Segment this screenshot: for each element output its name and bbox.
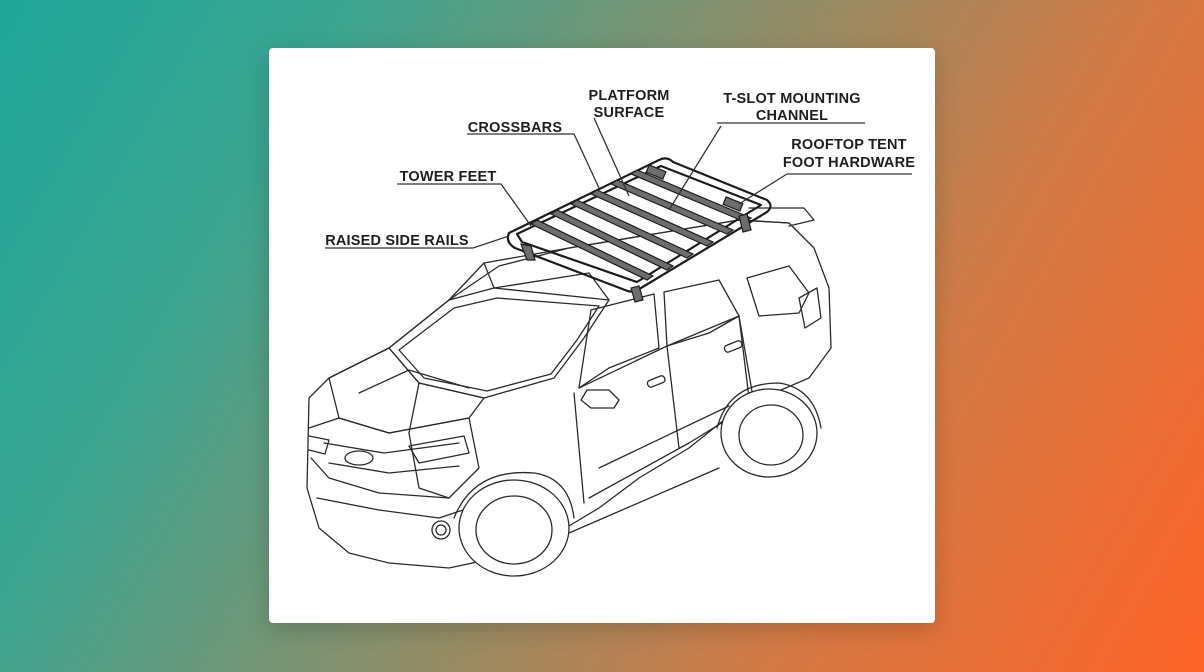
label-raised-side-rails: RAISED SIDE RAILS bbox=[325, 233, 469, 249]
label-t-slot-line2: CHANNEL bbox=[756, 108, 828, 124]
roof-rack-diagram: PLATFORM SURFACE T-SLOT MOUNTING CHANNEL… bbox=[306, 88, 915, 577]
roof-rack bbox=[506, 157, 772, 303]
label-rooftop-tent-line2: FOOT HARDWARE bbox=[783, 155, 915, 171]
diagram-card: PLATFORM SURFACE T-SLOT MOUNTING CHANNEL… bbox=[269, 48, 935, 623]
label-t-slot-line1: T-SLOT MOUNTING bbox=[723, 91, 861, 107]
label-rooftop-tent-line1: ROOFTOP TENT bbox=[791, 137, 906, 153]
leader-lines bbox=[325, 117, 912, 249]
label-platform-surface-line1: PLATFORM bbox=[588, 88, 669, 104]
diagram-labels: PLATFORM SURFACE T-SLOT MOUNTING CHANNEL… bbox=[325, 88, 915, 249]
label-crossbars: CROSSBARS bbox=[468, 120, 563, 136]
vehicle-illustration bbox=[306, 207, 832, 577]
label-platform-surface-line2: SURFACE bbox=[594, 105, 665, 121]
label-tower-feet: TOWER FEET bbox=[400, 169, 497, 185]
